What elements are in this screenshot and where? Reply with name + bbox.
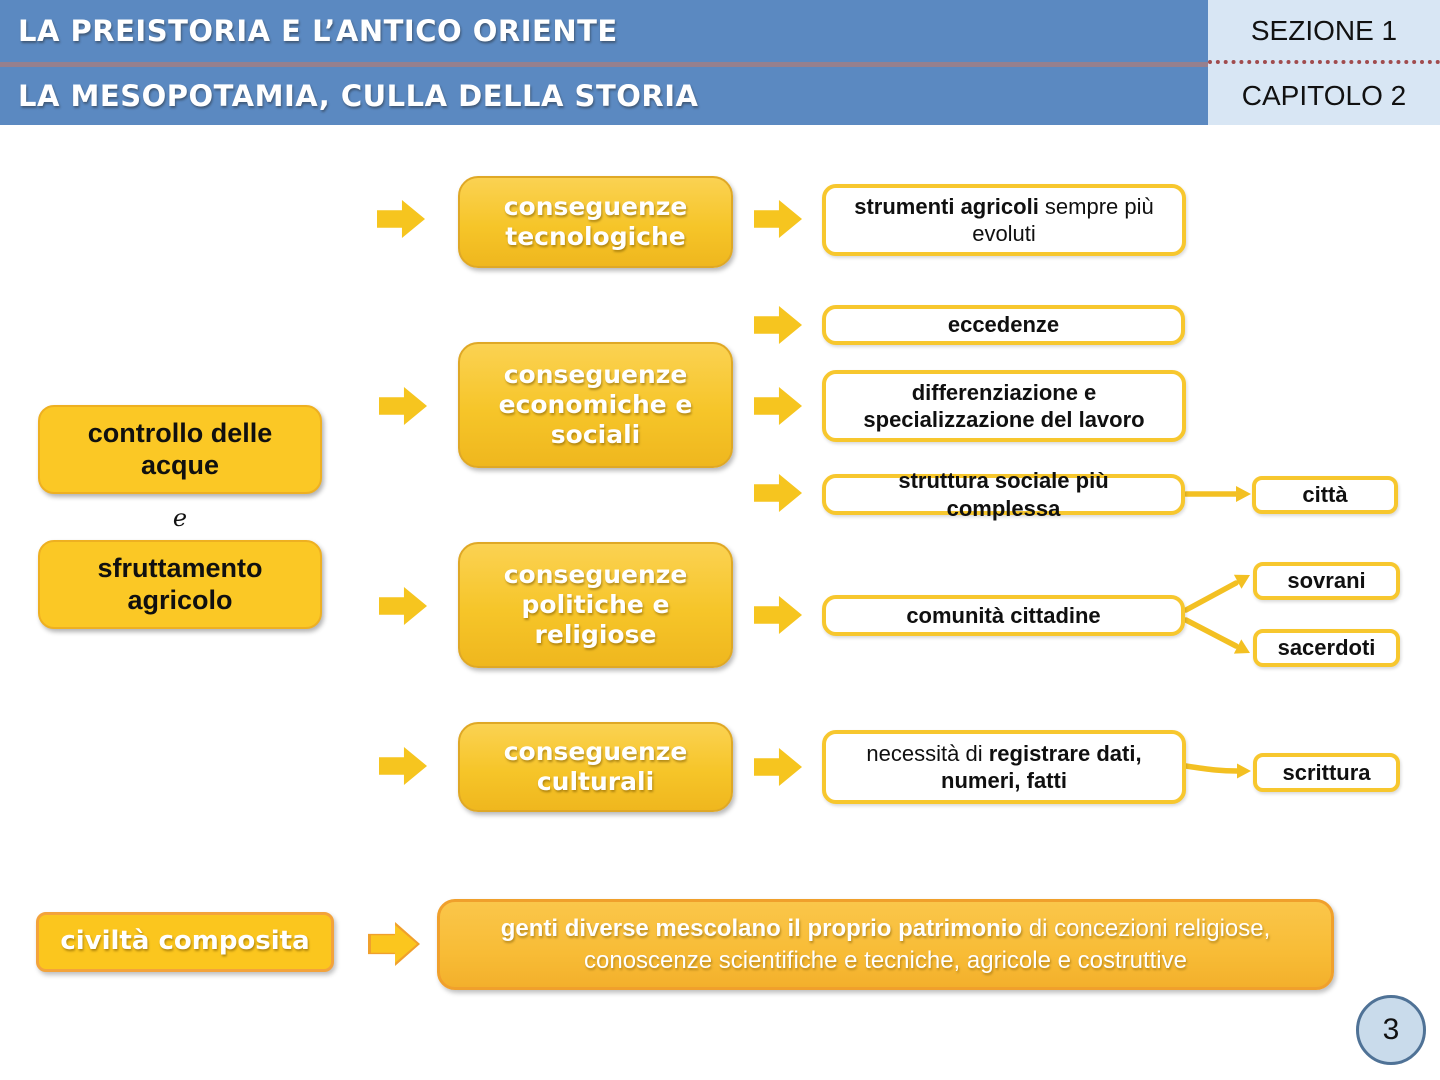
- composite-text-rest: di concezioni religiose, conoscenze scie…: [584, 915, 1271, 974]
- effect-record-plain: necessità di: [866, 740, 989, 766]
- header-title-bar-2: LA MESOPOTAMIA, CULLA DELLA STORIA: [0, 67, 1208, 125]
- composite-text-box: genti diverse mescolano il proprio patri…: [437, 899, 1334, 990]
- block-arrow-right-icon: [368, 922, 420, 966]
- composite-label-box: civiltà composita: [36, 912, 334, 972]
- result-box-priests: sacerdoti: [1253, 629, 1400, 667]
- effect-box-communities: comunità cittadine: [822, 595, 1185, 636]
- cause-box-water: controllo delle acque: [38, 405, 322, 494]
- result-box-writing: scrittura: [1253, 753, 1400, 792]
- effect-box-record: necessità di registrare dati, numeri, fa…: [822, 730, 1186, 804]
- effect-tools-bold: strumenti agricoli: [854, 193, 1039, 219]
- effect-box-social-structure: struttura sociale più complessa: [822, 468, 1185, 521]
- result-box-city: città: [1252, 476, 1398, 514]
- block-arrow-right-icon: [754, 306, 802, 344]
- block-arrow-right-icon: [379, 587, 427, 625]
- header-side-panel: SEZIONE 1 CAPITOLO 2: [1208, 0, 1440, 125]
- page-number-badge: 3: [1356, 995, 1426, 1065]
- block-arrow-fill: [371, 925, 417, 963]
- cause-conjunction: e: [172, 503, 188, 532]
- category-technological-label: conseguenze tecnologiche: [503, 192, 688, 251]
- category-box-political-religious: conseguenze politiche e religiose: [458, 542, 733, 668]
- block-arrow-right-icon: [754, 596, 802, 634]
- category-political-religious-label: conseguenze politiche e religiose: [503, 560, 688, 649]
- effect-tools-text: strumenti agricoli sempre più evoluti: [846, 193, 1162, 248]
- header-title-bar-1: LA PREISTORIA E L’ANTICO ORIENTE: [0, 0, 1208, 62]
- block-arrow-right-icon: [754, 200, 802, 238]
- header-divider: [0, 62, 1208, 67]
- category-box-economic-social: conseguenze economiche e sociali: [458, 342, 733, 468]
- category-cultural-label: conseguenze culturali: [503, 737, 688, 796]
- dotted-divider: [1208, 60, 1440, 64]
- effect-box-tools: strumenti agricoli sempre più evoluti: [822, 184, 1186, 256]
- block-arrow-right-icon: [377, 200, 425, 238]
- composite-text: genti diverse mescolano il proprio patri…: [464, 913, 1307, 975]
- cause-box-agriculture: sfruttamento agricolo: [38, 540, 322, 629]
- category-economic-social-label: conseguenze economiche e sociali: [498, 360, 693, 449]
- category-box-cultural: conseguenze culturali: [458, 722, 733, 812]
- block-arrow-right-icon: [754, 474, 802, 512]
- effect-box-surplus: eccedenze: [822, 305, 1185, 345]
- effect-record-text: necessità di registrare dati, numeri, fa…: [846, 740, 1162, 795]
- block-arrow-right-icon: [379, 747, 427, 785]
- block-arrow-right-icon: [754, 748, 802, 786]
- slide-title-line1: LA PREISTORIA E L’ANTICO ORIENTE: [18, 14, 618, 48]
- chapter-label: CAPITOLO 2: [1241, 79, 1407, 111]
- block-arrow-right-icon: [754, 387, 802, 425]
- effect-tools-rest: sempre più evoluti: [972, 193, 1154, 247]
- category-box-technological: conseguenze tecnologiche: [458, 176, 733, 268]
- result-box-sovereigns: sovrani: [1253, 562, 1400, 600]
- effect-box-labor: differenziazione e specializzazione del …: [822, 370, 1186, 442]
- composite-text-bold: genti diverse mescolano il proprio patri…: [500, 915, 1023, 943]
- section-label: SEZIONE 1: [1250, 15, 1398, 46]
- slide-title-line2: LA MESOPOTAMIA, CULLA DELLA STORIA: [18, 79, 699, 113]
- block-arrow-right-icon: [379, 387, 427, 425]
- effect-record-bold: registrare dati, numeri, fatti: [941, 740, 1142, 794]
